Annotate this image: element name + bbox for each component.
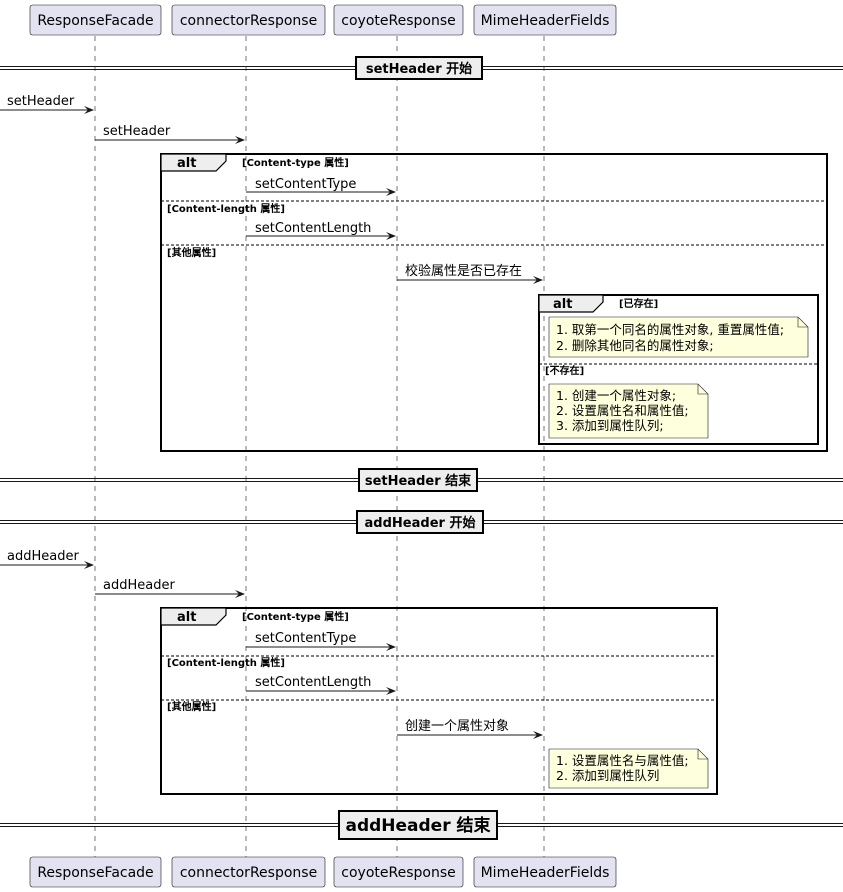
guard-exists: [已存在]	[619, 297, 658, 310]
note-line: 1. 设置属性名与属性值;	[556, 753, 689, 768]
note-exists: 1. 取第一个同名的属性对象, 重置属性值; 2. 删除其他同名的属性对象;	[548, 316, 809, 358]
message-add-setcontenttype: setContentType	[246, 631, 396, 651]
participant-bottom-mimeheaderfields: MimeHeaderFields	[473, 856, 617, 888]
participant-top-coyoteresponse: coyoteResponse	[333, 4, 464, 36]
alt-keyword: alt	[177, 156, 196, 171]
participant-top-responsefacade: ResponseFacade	[29, 4, 162, 36]
divider-label: addHeader 开始	[365, 515, 476, 531]
alt-keyword: alt	[177, 610, 196, 625]
divider-addheader-start: addHeader 开始	[0, 510, 843, 534]
note-line: 2. 删除其他同名的属性对象;	[556, 338, 714, 353]
divider-setheader-start: setHeader 开始	[0, 56, 843, 80]
participant-top-mimeheaderfields: MimeHeaderFields	[473, 4, 617, 36]
guard-content-type: [Content-type 属性]	[242, 610, 349, 623]
message-label: 校验属性是否已存在	[405, 263, 522, 279]
note-line: 1. 取第一个同名的属性对象, 重置属性值;	[556, 322, 784, 337]
participant-label: MimeHeaderFields	[481, 13, 610, 29]
participant-label: ResponseFacade	[37, 13, 153, 29]
note-add: 1. 设置属性名与属性值; 2. 添加到属性队列	[548, 748, 709, 789]
message-check-exists: 校验属性是否已存在	[397, 263, 543, 284]
divider-addheader-end: addHeader 结束	[0, 810, 843, 840]
divider-setheader-end: setHeader 结束	[0, 468, 843, 492]
guard-other: [其他属性]	[167, 246, 216, 259]
message-label: setContentLength	[255, 675, 371, 690]
message-label: setContentLength	[255, 221, 371, 236]
message-label: addHeader	[7, 549, 79, 564]
message-setcontenttype: setContentType	[246, 177, 396, 196]
participant-bottom-coyoteresponse: coyoteResponse	[333, 856, 464, 888]
guard-content-type: [Content-type 属性]	[242, 156, 349, 169]
alt-frame-add: alt [Content-type 属性] [Content-length 属性…	[160, 607, 718, 795]
message-setheader-forward: setHeader	[95, 124, 245, 144]
divider-label: addHeader 结束	[345, 815, 490, 836]
alt-keyword: alt	[553, 297, 572, 312]
message-add-setcontentlength: setContentLength	[246, 675, 396, 695]
participant-bottom-responsefacade: ResponseFacade	[29, 856, 162, 888]
message-setheader-entry: setHeader	[0, 94, 94, 114]
participant-label: connectorResponse	[180, 865, 317, 881]
note-line: 3. 添加到属性队列;	[556, 418, 664, 433]
participant-label: coyoteResponse	[341, 865, 455, 881]
note-not-exists: 1. 创建一个属性对象; 2. 设置属性名和属性值; 3. 添加到属性队列;	[548, 383, 709, 439]
message-addheader-forward: addHeader	[95, 578, 245, 598]
note-line: 2. 添加到属性队列	[556, 768, 659, 783]
divider-label: setHeader 开始	[366, 61, 472, 77]
message-setcontentlength: setContentLength	[246, 221, 396, 240]
note-line: 2. 设置属性名和属性值;	[556, 403, 689, 418]
divider-label: setHeader 结束	[365, 473, 472, 489]
guard-content-length: [Content-length 属性]	[167, 202, 285, 215]
note-line: 1. 创建一个属性对象;	[556, 388, 676, 403]
alt-frame-inner: alt [已存在] [不存在]	[538, 294, 819, 445]
participant-bottom-connectorresponse: connectorResponse	[171, 856, 326, 888]
message-label: setContentType	[255, 177, 356, 192]
participant-label: MimeHeaderFields	[481, 865, 610, 881]
alt-frame-set: alt [Content-type 属性] [Content-length 属性…	[160, 153, 828, 452]
message-label: setContentType	[255, 631, 356, 646]
message-label: 创建一个属性对象	[405, 719, 509, 734]
participant-label: connectorResponse	[180, 13, 317, 29]
message-create-attribute: 创建一个属性对象	[397, 719, 543, 739]
message-addheader-entry: addHeader	[0, 549, 94, 569]
participant-label: ResponseFacade	[37, 865, 153, 881]
message-label: setHeader	[103, 124, 171, 139]
guard-other: [其他属性]	[167, 700, 216, 713]
message-label: setHeader	[7, 94, 75, 109]
participant-top-connectorresponse: connectorResponse	[171, 4, 326, 36]
participant-label: coyoteResponse	[341, 13, 455, 29]
guard-content-length: [Content-length 属性]	[167, 656, 285, 669]
guard-not-exists: [不存在]	[545, 364, 584, 377]
message-label: addHeader	[103, 578, 175, 593]
